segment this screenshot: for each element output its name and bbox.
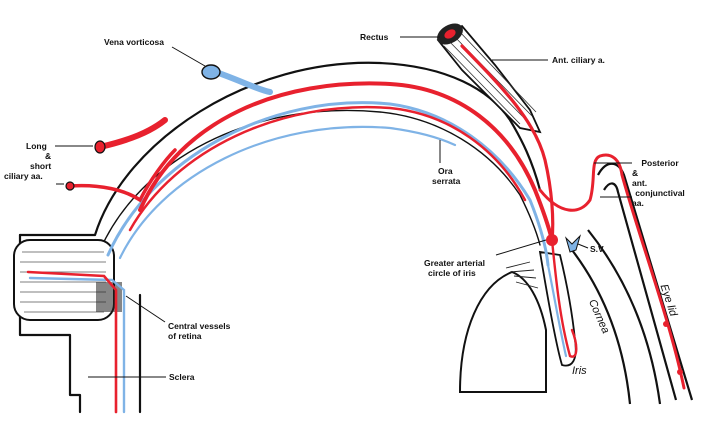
- lid-artery-node-2: [677, 369, 683, 375]
- cornea: [571, 229, 662, 405]
- label-sv: S.V.: [590, 244, 606, 254]
- label-long: Long: [26, 141, 47, 151]
- arteries: [26, 44, 686, 414]
- label-greater-arterial-circle: Greater arterial circle of iris: [424, 258, 485, 278]
- vein-choroidal-arc: [106, 101, 550, 267]
- sclera-outer-line: [18, 61, 542, 237]
- label-short: short: [30, 161, 52, 171]
- retina-inner-line: [99, 109, 541, 251]
- greater-arterial-circle-node: [546, 234, 558, 246]
- iris-body: [538, 250, 577, 367]
- long-ciliary-opening: [94, 140, 106, 154]
- label-ora-serrata: Ora serrata: [432, 166, 460, 186]
- label-serrata: serrata: [432, 176, 461, 186]
- label-amp-2: &: [632, 168, 639, 178]
- label-central-vessels-line2: of retina: [168, 331, 202, 341]
- vein-choroidal-inner: [118, 125, 457, 260]
- label-long-short-ciliary: Long & short ciliary aa.: [4, 141, 74, 181]
- label-ant: ant.: [632, 178, 648, 188]
- leader-greater-arterial: [495, 239, 547, 256]
- label-posterior: Posterior: [641, 158, 679, 168]
- leader-lines: [55, 36, 632, 378]
- label-ora: Ora: [438, 166, 453, 176]
- eye-lid: [597, 162, 694, 401]
- artery-iris: [550, 238, 578, 358]
- veins: [28, 67, 568, 414]
- artery-choroidal-inner: [128, 105, 527, 232]
- lens: [458, 270, 547, 393]
- label-rectus: Rectus: [360, 32, 389, 42]
- label-sclera: Sclera: [169, 372, 195, 382]
- label-greater-arterial: Greater arterial: [424, 258, 485, 268]
- artery-anterior-ciliary: [460, 44, 555, 242]
- short-ciliary-opening: [65, 181, 75, 191]
- vein-central-retina: [28, 276, 126, 414]
- leader-sv: [577, 243, 589, 249]
- lid-artery-node-1: [663, 321, 669, 327]
- scleral-venous-sinus: [564, 234, 582, 253]
- vena-vorticosa-opening: [201, 64, 221, 80]
- label-conjunctival: conjunctival: [635, 188, 685, 198]
- vein-iris: [546, 263, 568, 358]
- label-amp-1: &: [45, 151, 52, 161]
- label-vena-vorticosa: Vena vorticosa: [104, 37, 165, 47]
- ciliary-zonule: [505, 261, 539, 289]
- label-ant-ciliary: Ant. ciliary a.: [552, 55, 605, 65]
- label-aa: aa.: [632, 198, 644, 208]
- sclera-left-wall: [18, 233, 82, 414]
- label-central-vessels: Central vessels of retina: [168, 321, 230, 341]
- leader-vena-vorticosa: [171, 46, 206, 67]
- label-posterior-conjunctival: Posterior & ant. conjunctival aa.: [628, 158, 692, 208]
- label-central-vessels-line1: Central vessels: [168, 321, 231, 331]
- artery-long-ciliary: [97, 117, 168, 150]
- leader-central-vessels: [125, 295, 166, 323]
- label-iris: Iris: [572, 365, 587, 377]
- label-ciliary-aa: ciliary aa.: [4, 171, 43, 181]
- label-circle-of-iris: circle of iris: [428, 268, 476, 278]
- artery-short-ciliary: [68, 148, 177, 203]
- artery-central-retina: [26, 270, 118, 414]
- artery-conjunctival: [538, 153, 686, 390]
- artery-choroidal-arc: [138, 81, 554, 242]
